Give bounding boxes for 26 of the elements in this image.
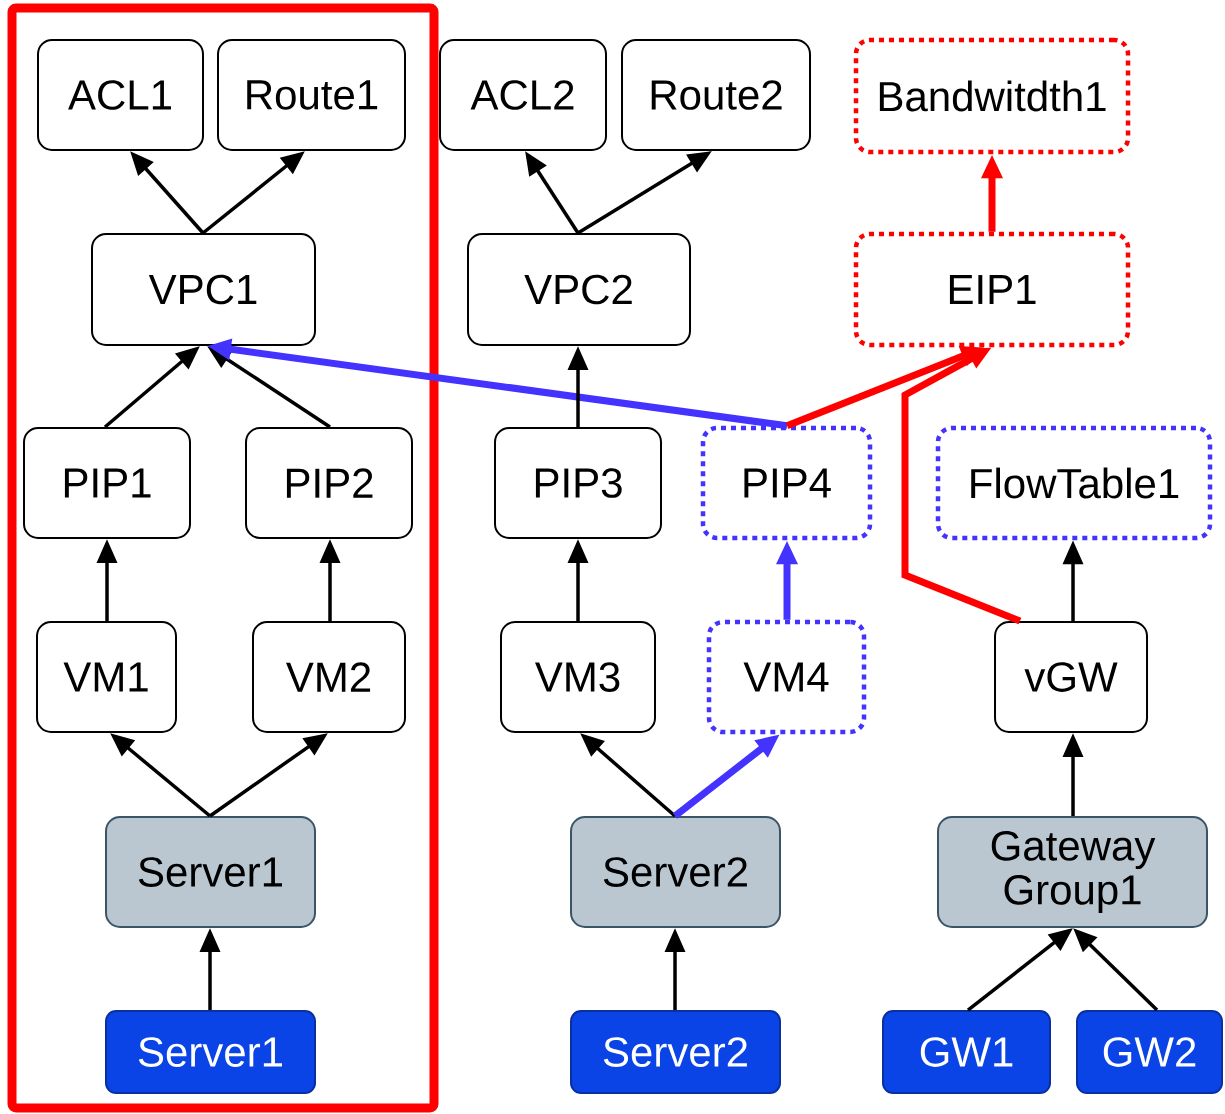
rounded-box: VPC2 [467, 233, 691, 346]
rounded-box: PIP2 [245, 427, 413, 539]
rounded-box: vGW [994, 621, 1148, 733]
shaded-box: Server2 [570, 816, 781, 928]
rounded-box: VM1 [36, 621, 177, 733]
dotted-box: VM4 [706, 619, 867, 735]
rounded-box: PIP1 [23, 427, 191, 539]
filled-box: GW2 [1076, 1010, 1223, 1094]
dotted-box: PIP4 [700, 425, 873, 541]
dotted-box: Bandwitdth1 [853, 37, 1131, 155]
rounded-box: VPC1 [91, 233, 316, 346]
shaded-box: Gateway Group1 [937, 816, 1208, 928]
rounded-box: PIP3 [494, 427, 662, 539]
filled-box: Server2 [570, 1010, 781, 1094]
rounded-box: VM2 [252, 621, 406, 733]
rounded-box: Route1 [217, 39, 406, 151]
dotted-box: FlowTable1 [935, 425, 1213, 541]
shaded-box: Server1 [105, 816, 316, 928]
rounded-box: VM3 [500, 621, 656, 733]
filled-box: GW1 [882, 1010, 1051, 1094]
group-frame [7, 3, 439, 1113]
dotted-box: EIP1 [853, 231, 1131, 348]
rounded-box: Route2 [621, 39, 811, 151]
rounded-box: ACL1 [37, 39, 204, 151]
rounded-box: ACL2 [439, 39, 607, 151]
filled-box: Server1 [105, 1010, 316, 1094]
